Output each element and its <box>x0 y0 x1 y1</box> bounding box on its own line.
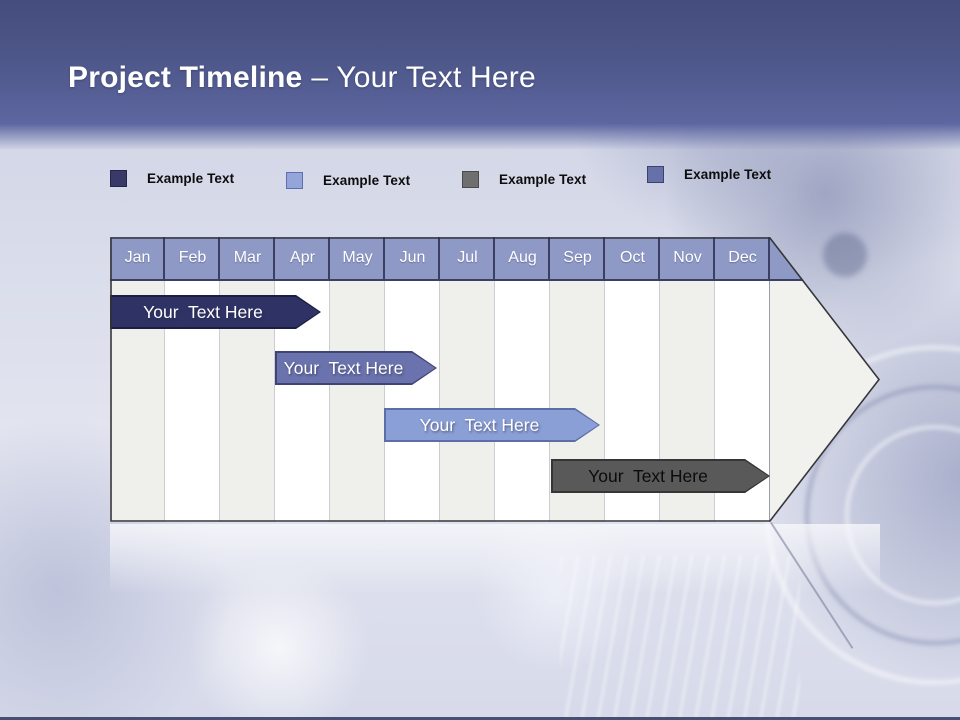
task-bar-label: Your Text Here <box>283 357 404 378</box>
month-header-cells: Jan Feb Mar Apr May Jun Jul Aug Sep Oct … <box>110 237 770 279</box>
title-banner <box>0 0 960 124</box>
legend-label: Example Text <box>323 173 411 188</box>
task-bar-label: Your Text Here <box>143 301 263 322</box>
month-cell: Aug <box>508 249 537 266</box>
legend-label: Example Text <box>499 172 587 187</box>
legend-label: Example Text <box>684 167 772 182</box>
legend-swatch-gray <box>462 171 479 188</box>
month-cell: Oct <box>620 249 645 266</box>
month-cell: Nov <box>673 249 702 266</box>
month-cell: Sep <box>563 249 592 266</box>
timeline-arrow-body: Jan Feb Mar Apr May Jun Jul Aug Sep Oct … <box>110 237 880 522</box>
month-cell: Feb <box>178 249 207 266</box>
legend-item[interactable]: Example Text <box>110 170 234 187</box>
slide-title[interactable]: Project Timeline– Your Text Here <box>68 61 536 95</box>
slide-title-main: Project Timeline <box>68 61 303 94</box>
task-bar-label: Your Text Here <box>588 465 708 486</box>
bottom-border <box>0 717 960 720</box>
legend-swatch-light-blue <box>286 172 303 189</box>
timeline-arrow: Jan Feb Mar Apr May Jun Jul Aug Sep Oct … <box>110 237 885 522</box>
month-cell: Dec <box>728 249 757 266</box>
reflection <box>110 524 880 594</box>
legend-label: Example Text <box>147 171 235 186</box>
legend-swatch-medium-blue <box>647 166 664 183</box>
month-cell: Jul <box>457 249 478 266</box>
task-bar-1[interactable]: Your Text Here <box>110 295 321 329</box>
task-bar-label: Your Text Here <box>419 414 540 435</box>
month-cell: Mar <box>233 249 262 266</box>
task-bar-3[interactable]: Your Text Here <box>384 408 600 442</box>
month-cell: Apr <box>290 249 315 266</box>
month-cell: Jan <box>124 249 151 266</box>
month-cell: May <box>342 249 373 266</box>
task-bar-4[interactable]: Your Text Here <box>551 459 770 493</box>
legend-item[interactable]: Example Text <box>462 171 586 188</box>
month-cell: Jun <box>399 249 426 266</box>
slide-title-placeholder: – Your Text Here <box>311 61 536 94</box>
legend-swatch-dark-navy <box>110 170 127 187</box>
task-bar-2[interactable]: Your Text Here <box>275 351 437 385</box>
title-banner-fade <box>0 124 960 150</box>
legend-item[interactable]: Example Text <box>647 166 771 183</box>
legend-item[interactable]: Example Text <box>286 172 410 189</box>
